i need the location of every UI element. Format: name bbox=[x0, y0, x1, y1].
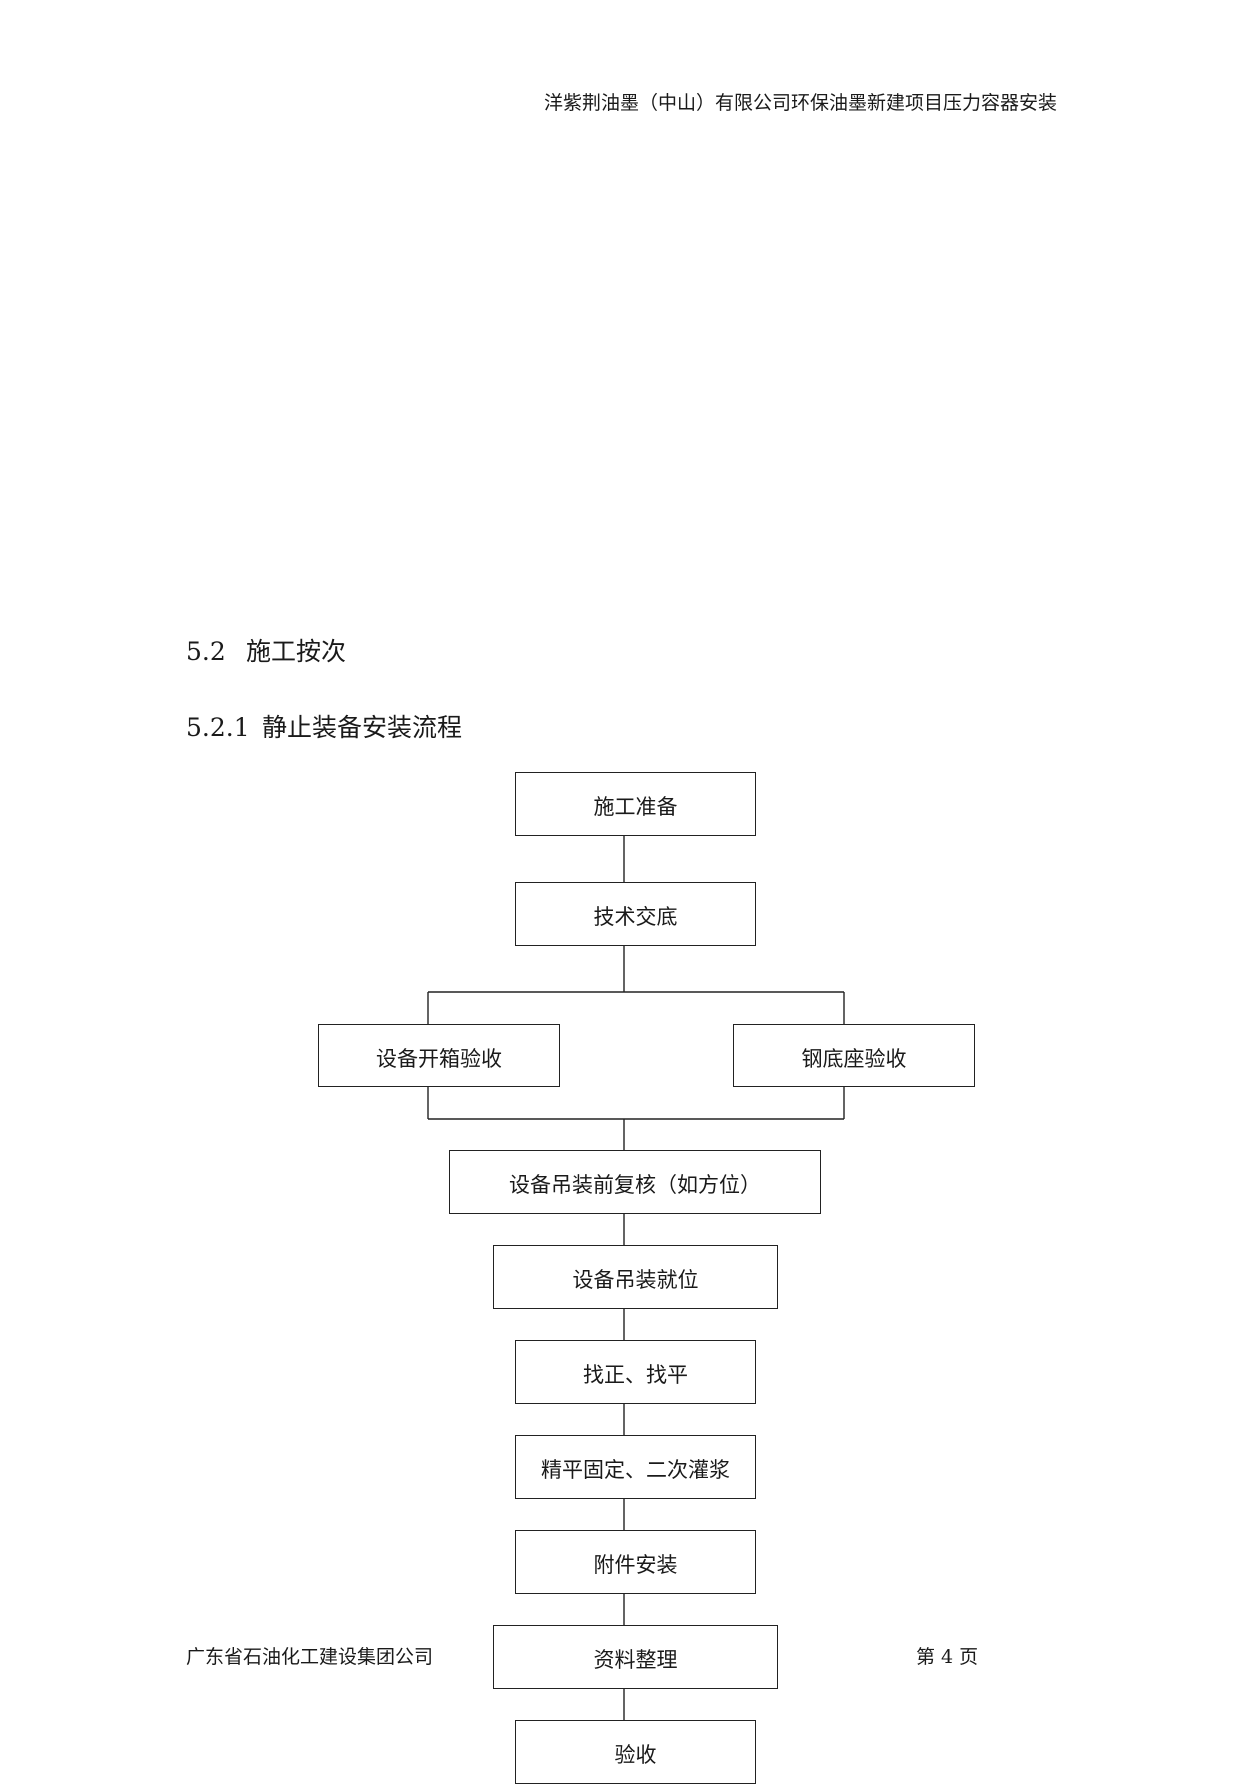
section-title: 静止装备安装流程 bbox=[262, 713, 463, 742]
flow-step-recheck: 设备吊装前复核（如方位） bbox=[449, 1150, 821, 1214]
flow-step-tech: 技术交底 bbox=[515, 882, 756, 946]
flow-step-unbox: 设备开箱验收 bbox=[318, 1024, 560, 1087]
flow-step-accept: 验收 bbox=[515, 1720, 756, 1784]
footer-page-number: 第 4 页 bbox=[916, 1646, 979, 1668]
flow-step-attach: 附件安装 bbox=[515, 1530, 756, 1594]
flow-step-fix: 精平固定、二次灌浆 bbox=[515, 1435, 756, 1499]
flow-step-prep: 施工准备 bbox=[515, 772, 756, 836]
section-title: 施工按次 bbox=[246, 637, 347, 666]
flow-step-hoist: 设备吊装就位 bbox=[493, 1245, 778, 1309]
section-heading-5-2-1: 5.2.1 静止装备安装流程 bbox=[186, 708, 462, 744]
section-number: 5.2.1 bbox=[186, 713, 250, 742]
flow-step-align: 找正、找平 bbox=[515, 1340, 756, 1404]
flow-step-base: 钢底座验收 bbox=[733, 1024, 975, 1087]
section-number: 5.2 bbox=[186, 637, 226, 666]
flow-step-docs: 资料整理 bbox=[493, 1625, 778, 1689]
section-heading-5-2: 5.2 施工按次 bbox=[186, 632, 346, 668]
footer-company: 广东省石油化工建设集团公司 bbox=[186, 1646, 434, 1668]
running-header: 洋紫荆油墨（中山）有限公司环保油墨新建项目压力容器安装 bbox=[544, 92, 1058, 114]
